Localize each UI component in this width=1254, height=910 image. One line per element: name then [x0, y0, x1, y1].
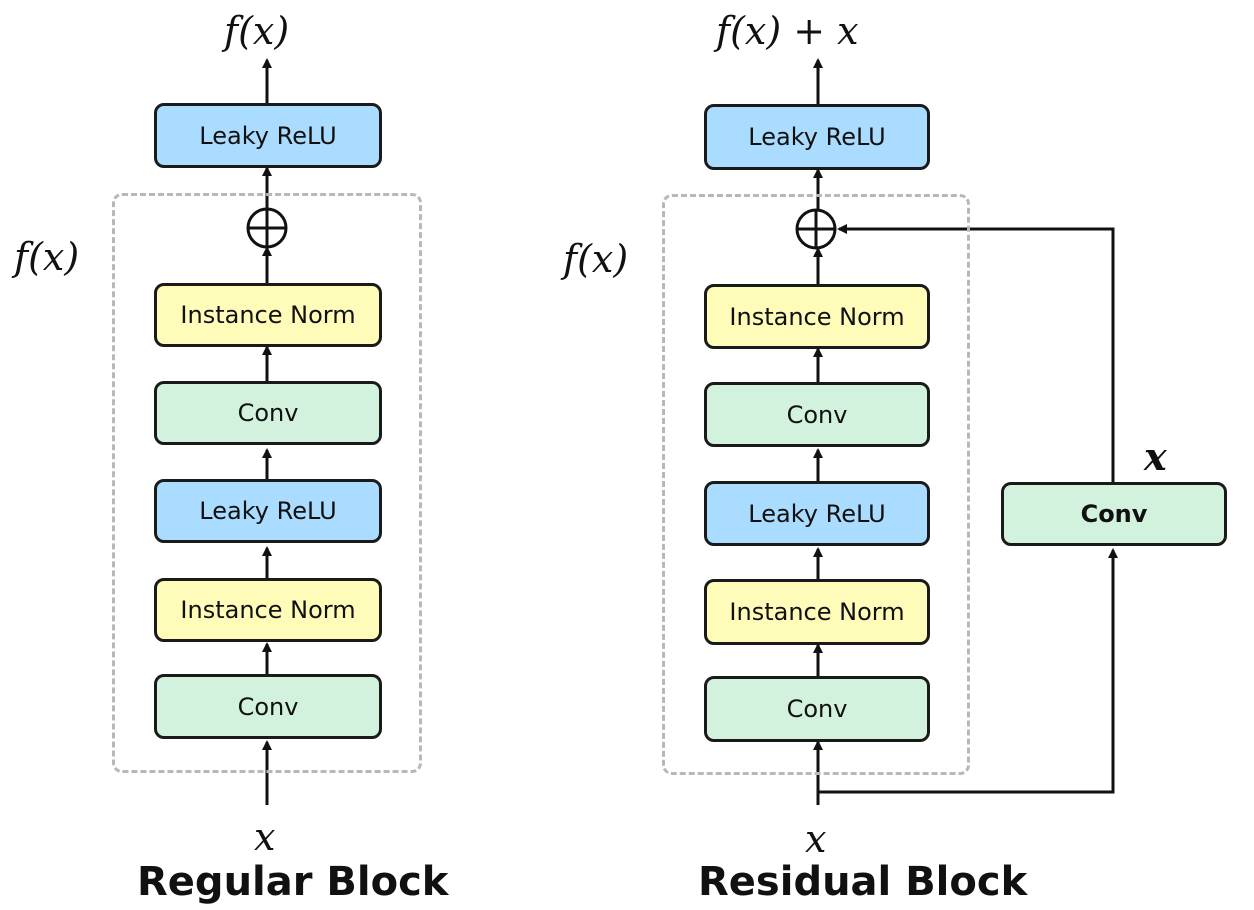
residual-layer-instance-norm-2: Instance Norm: [704, 284, 930, 349]
regular-layer-instance-norm-2: Instance Norm: [154, 283, 382, 347]
residual-group-outline: [662, 194, 970, 775]
residual-output-relu: Leaky ReLU: [704, 104, 930, 170]
regular-group-label: f(x): [14, 235, 80, 279]
skip-path-lower: [818, 548, 1118, 794]
regular-input-label: x: [254, 815, 276, 859]
residual-block-title: Residual Block: [698, 859, 1028, 905]
regular-output-label: f(x): [224, 9, 290, 53]
residual-layer-conv-1: Conv: [704, 676, 930, 742]
residual-group-label: f(x): [563, 237, 629, 281]
regular-group-outline: [112, 193, 422, 773]
regular-layer-conv-1: Conv: [154, 674, 382, 739]
regular-layer-leaky-relu: Leaky ReLU: [154, 479, 382, 543]
skip-conv-layer: Conv: [1001, 482, 1227, 546]
residual-layer-leaky-relu: Leaky ReLU: [704, 481, 930, 546]
regular-block-title: Regular Block: [137, 859, 449, 905]
regular-output-relu: Leaky ReLU: [154, 103, 382, 168]
skip-path-upper: [837, 224, 1115, 482]
regular-layer-conv-2: Conv: [154, 381, 382, 445]
residual-output-label: f(x) + x: [716, 9, 859, 53]
residual-layer-instance-norm-1: Instance Norm: [704, 579, 930, 645]
regular-layer-instance-norm-1: Instance Norm: [154, 578, 382, 642]
residual-layer-conv-2: Conv: [704, 382, 930, 447]
residual-input-label: x: [805, 817, 827, 861]
skip-label: x: [1144, 434, 1167, 479]
